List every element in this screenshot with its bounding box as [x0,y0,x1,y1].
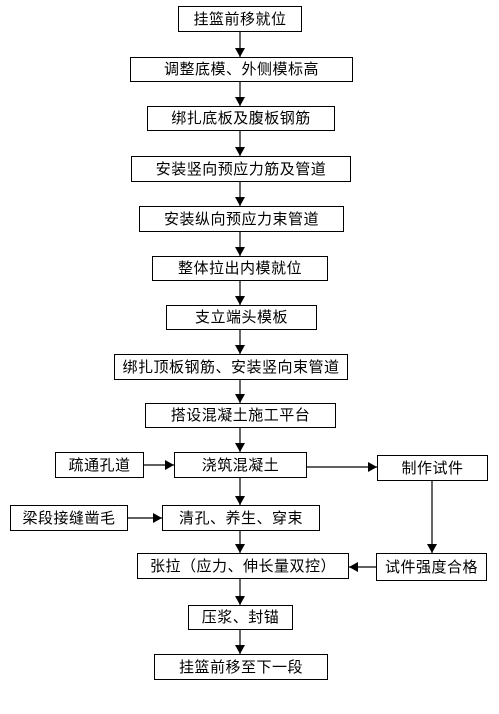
step-position-inner-formwork: 整体拉出内模就位 [152,256,328,281]
step-label: 搭设混凝土施工平台 [170,406,311,424]
step-pour-concrete: 浇筑混凝土 [174,452,307,478]
step-install-longitudinal-ducts: 安装纵向预应力束管道 [139,206,344,232]
side-dredge-ducts: 疏通孔道 [55,452,144,478]
step-label: 整体拉出内模就位 [177,259,302,277]
step-tensioning: 张拉（应力、伸长量双控） [137,553,349,579]
step-top-slab-rebar-ducts: 绑扎顶板钢筋、安装竖向束管道 [114,354,348,380]
side-joint-roughening: 梁段接缝凿毛 [10,505,128,531]
side-specimen-strength-passed: 试件强度合格 [376,553,487,581]
side-make-specimen: 制作试件 [377,455,488,481]
step-end-formwork: 支立端头模板 [166,305,317,330]
step-label: 张拉（应力、伸长量双控） [149,556,336,575]
step-basket-to-next-segment: 挂篮前移至下一段 [154,654,328,680]
side-label: 梁段接缝凿毛 [22,508,116,527]
step-label: 绑扎底板及腹板钢筋 [171,109,311,127]
step-label: 支立端头模板 [194,308,288,326]
side-label: 疏通孔道 [68,455,131,474]
step-label: 挂篮前移至下一段 [178,657,303,676]
step-label: 挂篮前移就位 [193,9,287,28]
side-label: 制作试件 [401,458,464,477]
step-clean-cure-thread: 清孔、养生、穿束 [162,505,320,531]
step-label: 调整底模、外侧模标高 [163,60,319,78]
step-label: 安装竖向预应力筋及管道 [155,159,327,178]
step-adjust-formwork-elevation: 调整底模、外侧模标高 [130,57,353,82]
side-label: 试件强度合格 [384,557,478,576]
step-hanging-basket-forward: 挂篮前移就位 [178,6,302,32]
step-concrete-platform: 搭设混凝土施工平台 [145,403,336,428]
step-label: 浇筑混凝土 [201,455,280,474]
step-label: 压浆、封锚 [201,608,280,626]
step-bind-bottom-web-rebar: 绑扎底板及腹板钢筋 [147,106,335,131]
step-label: 清孔、养生、穿束 [178,508,303,527]
step-label: 安装纵向预应力束管道 [163,209,319,228]
step-label: 绑扎顶板钢筋、安装竖向束管道 [122,357,340,376]
step-install-vertical-prestress: 安装竖向预应力筋及管道 [131,156,351,182]
step-grouting-anchor-seal: 压浆、封锚 [188,605,293,630]
